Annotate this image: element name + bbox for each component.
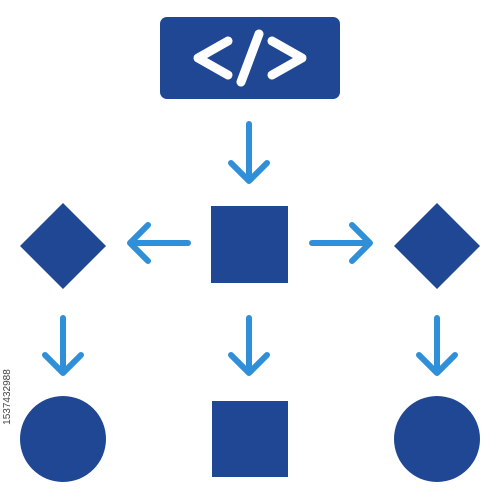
arrow-right-down xyxy=(416,315,458,376)
arrows xyxy=(42,121,458,376)
right-end-node xyxy=(394,396,480,482)
code-node xyxy=(160,17,340,99)
stock-id-text: 1537432988 xyxy=(2,369,13,425)
right-decision-node xyxy=(394,203,480,289)
arrow-center-to-left xyxy=(127,222,191,264)
center-end-node xyxy=(212,401,288,477)
arrow-left-down xyxy=(42,315,84,376)
arrow-center-down xyxy=(228,315,270,376)
code-icon xyxy=(193,29,307,87)
center-process-node xyxy=(211,206,288,283)
arrow-code-to-center xyxy=(228,121,270,184)
arrow-center-to-right xyxy=(309,222,373,264)
left-end-node xyxy=(20,396,106,482)
left-decision-node xyxy=(20,203,106,289)
